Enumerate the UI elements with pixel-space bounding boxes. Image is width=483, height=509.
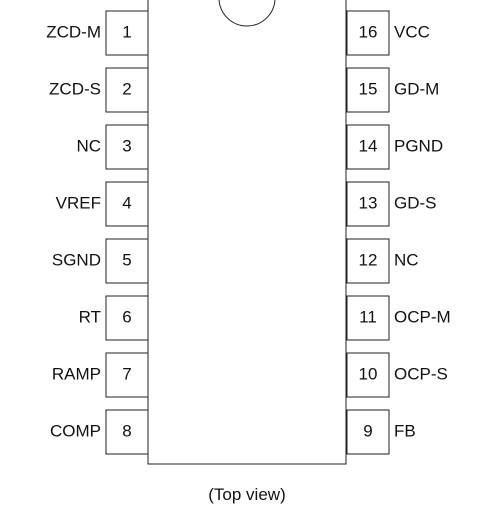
pin-name: RT bbox=[79, 307, 101, 326]
pin-number: 10 bbox=[359, 364, 378, 383]
pin-name: FB bbox=[394, 421, 416, 440]
pin-name: COMP bbox=[50, 421, 101, 440]
pin-5: 5 SGND bbox=[52, 238, 149, 284]
pin-12: 12 NC bbox=[346, 238, 419, 284]
pin-name: ZCD-M bbox=[46, 22, 101, 41]
pin-number: 13 bbox=[359, 193, 378, 212]
pin-number: 1 bbox=[122, 22, 131, 41]
pin-name: RAMP bbox=[52, 364, 101, 383]
pin-number: 2 bbox=[122, 79, 131, 98]
pin-box bbox=[346, 124, 390, 170]
pin-7: 7 RAMP bbox=[52, 352, 149, 398]
orientation-notch bbox=[218, 0, 276, 27]
pin-box bbox=[105, 295, 149, 341]
pin-name: OCP-M bbox=[394, 307, 451, 326]
pin-number: 8 bbox=[122, 421, 131, 440]
pin-box bbox=[105, 10, 149, 56]
pin-10: 10 OCP-S bbox=[346, 352, 448, 398]
pin-name: OCP-S bbox=[394, 364, 448, 383]
pin-name: SGND bbox=[52, 250, 101, 269]
pin-9: 9 FB bbox=[346, 409, 416, 455]
pin-15: 15 GD-M bbox=[346, 67, 439, 113]
pin-box bbox=[105, 124, 149, 170]
pin-box bbox=[105, 238, 149, 284]
package-outline bbox=[147, 0, 347, 465]
pin-box bbox=[346, 67, 390, 113]
pin-number: 6 bbox=[122, 307, 131, 326]
pin-box bbox=[346, 295, 390, 341]
pin-box bbox=[105, 67, 149, 113]
pin-name: NC bbox=[394, 250, 419, 269]
pin-name: GD-M bbox=[394, 79, 439, 98]
pin-box bbox=[105, 181, 149, 227]
pin-8: 8 COMP bbox=[50, 409, 149, 455]
ic-package-body bbox=[147, 0, 347, 465]
pin-box bbox=[346, 181, 390, 227]
pin-6: 6 RT bbox=[79, 295, 149, 341]
pin-number: 4 bbox=[122, 193, 131, 212]
pin-14: 14 PGND bbox=[346, 124, 443, 170]
pin-name: GD-S bbox=[394, 193, 437, 212]
pin-13: 13 GD-S bbox=[346, 181, 437, 227]
pin-box bbox=[105, 352, 149, 398]
pin-name: ZCD-S bbox=[49, 79, 101, 98]
pin-number: 9 bbox=[363, 421, 372, 440]
pin-number: 11 bbox=[359, 307, 377, 326]
pin-3: 3 NC bbox=[76, 124, 149, 170]
left-pin-column: 1 ZCD-M 2 ZCD-S 3 NC 4 VREF 5 SGND 6 RT 7 RAMP 8 COMP bbox=[46, 10, 149, 455]
pin-16: 16 VCC bbox=[346, 10, 430, 56]
pin-11: 11 OCP-M bbox=[346, 295, 451, 341]
pin-number: 15 bbox=[359, 79, 378, 98]
pin-number: 16 bbox=[359, 22, 378, 41]
pin-4: 4 VREF bbox=[56, 181, 149, 227]
pin-1: 1 ZCD-M bbox=[46, 10, 149, 56]
pin-name: NC bbox=[76, 136, 101, 155]
pin-number: 7 bbox=[122, 364, 131, 383]
pin-box bbox=[346, 238, 390, 284]
pin-name: VCC bbox=[394, 22, 430, 41]
pin-box bbox=[346, 10, 390, 56]
pin-2: 2 ZCD-S bbox=[49, 67, 149, 113]
right-pin-column: 16 VCC 15 GD-M 14 PGND 13 GD-S 12 NC 11 OCP-M 10 OCP-… bbox=[346, 10, 451, 455]
pin-number: 3 bbox=[122, 136, 131, 155]
pin-box bbox=[346, 409, 390, 455]
pin-name: PGND bbox=[394, 136, 443, 155]
pin-number: 5 bbox=[122, 250, 131, 269]
pin-box bbox=[105, 409, 149, 455]
pin-name: VREF bbox=[56, 193, 101, 212]
view-caption: (Top view) bbox=[208, 485, 285, 504]
pin-number: 12 bbox=[359, 250, 378, 269]
pin-number: 14 bbox=[359, 136, 378, 155]
pin-box bbox=[346, 352, 390, 398]
